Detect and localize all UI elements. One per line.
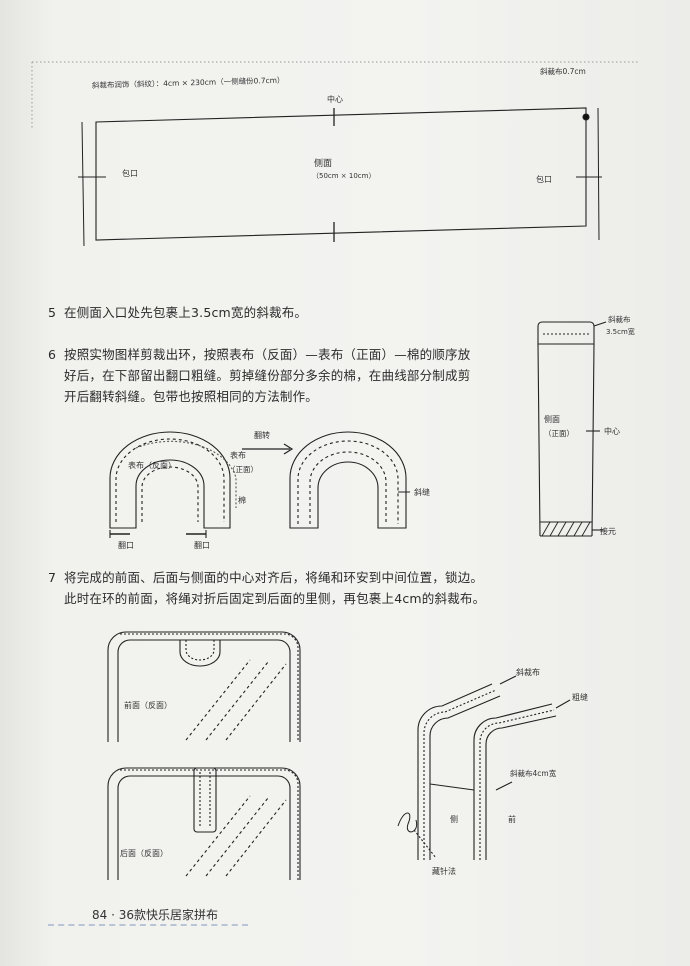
step-6-line-1: 按照实物图样剪裁出环，按照表布（反面）—表布（正面）—棉的顺序放 [64,347,471,362]
side-front-label: （正面） [544,429,574,438]
side-bias-width-label: 3.5cm宽 [606,327,635,336]
front-panel-diagram [107,631,301,742]
top-panel-diagram [78,107,602,247]
seam-dot [582,113,590,121]
top-center-label: 中心 [327,94,343,104]
annotations: 斜裁布润饰（斜纹）：4cm × 230cm（一侧缝份0.7cm） 斜裁布0.7c… [92,66,635,876]
side-label: 侧面 [544,414,560,424]
top-right-bias-label: 斜裁布0.7cm [540,66,586,76]
page-number: 84 [92,908,108,922]
outer-fabric-label: 表布 [230,450,246,460]
hidden-stitch-label: 藏针法 [432,866,456,876]
batting-label: 棉 [238,495,246,505]
step-6-line-3: 开后翻转斜缝。包带也按照相同的方法制作。 [64,389,319,404]
slant-stitch-label: 斜缝 [414,487,430,497]
binding-assembly-diagram [397,675,571,860]
footer-decoration [48,924,248,926]
front-panel-label: 前面（反面） [124,700,172,710]
basting-label: 粗缝 [572,692,588,702]
outer-fabric-front-label: （正面） [228,465,258,474]
opening-left-label: 翻口 [118,541,134,550]
page-footer: 84 · 36款快乐居家拼布 [92,906,218,923]
back-panel-diagram [107,767,301,880]
top-panel-name: 侧面 [314,157,332,169]
bias-4cm-label: 斜裁布4cm宽 [510,768,557,778]
step-5-number: 5 [48,305,57,320]
assembly-side-label: 侧 [450,814,458,824]
assembly-front-label: 前 [508,814,516,824]
step-6: 6 按照实物图样剪裁出环，按照表布（反面）—表布（正面）—棉的顺序放 好后，在下部… [48,344,518,407]
side-panel-outline [95,107,587,241]
top-right-opening-label: 包口 [536,174,552,184]
outer-fabric-back-label: 表布（反面） [128,460,176,470]
side-bottom-label: 接元 [600,526,616,536]
side-strip-hatch [540,521,592,537]
top-left-opening-label: 包口 [122,168,138,178]
step-7-number: 7 [48,570,57,585]
flip-arrow [242,443,294,455]
step-5: 5 在侧面入口处先包裹上3.5cm宽的斜裁布。 [48,302,307,323]
back-panel-label: 后面（反面） [120,848,168,858]
loop-before-diagram [109,431,237,538]
loop-after-diagram [289,431,410,529]
step-5-text: 在侧面入口处先包裹上3.5cm宽的斜裁布。 [64,305,308,320]
assembly-bias-label: 斜裁布 [516,667,540,677]
step-6-number: 6 [48,347,57,362]
step-6-line-2: 好后，在下部留出翻口粗缝。剪掉缝份部分多余的棉，在曲线部分制成剪 [64,368,471,383]
top-panel-size: （50cm × 10cm） [312,172,375,180]
step-7: 7 将完成的前面、后面与侧面的中心对齐后，将绳和环安到中间位置，锁边。 此时在环的… [48,567,568,609]
side-strip-diagram [537,321,607,537]
book-title: · 36款快乐居家拼布 [111,908,219,922]
opening-right-label: 翻口 [194,541,210,550]
flip-label: 翻转 [254,430,270,440]
step-7-line-2: 此时在环的前面，将绳对折后固定到后面的里侧，再包裹上4cm的斜裁布。 [64,591,486,606]
side-center-label: 中心 [604,426,620,436]
side-bias-label: 斜裁布 [608,314,631,324]
top-diagram-title: 斜裁布润饰（斜纹）：4cm × 230cm（一侧缝份0.7cm） [92,75,285,90]
step-7-line-1: 将完成的前面、后面与侧面的中心对齐后，将绳和环安到中间位置，锁边。 [64,570,484,585]
